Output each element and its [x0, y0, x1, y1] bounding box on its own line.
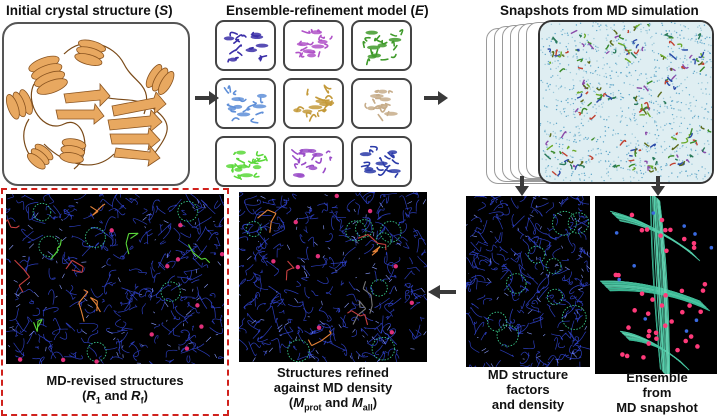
ensemble-model-cell	[283, 20, 344, 71]
ensemble-model-cell	[351, 136, 412, 187]
md-snapshot-box	[538, 20, 714, 184]
ensemble-model-cell	[215, 78, 276, 129]
ensemble-model-cell	[351, 20, 412, 71]
caption-ensemble-snapshot: Ensemble from MD snapshot	[616, 370, 698, 415]
ensemble-snapshot-image	[595, 196, 717, 374]
arrow-down-icon	[515, 176, 529, 196]
heading-initial-crystal: Initial crystal structure (S)	[6, 3, 173, 18]
ensemble-model-cell	[351, 78, 412, 129]
arrow-down-icon	[651, 176, 665, 196]
ensemble-model-cell	[215, 20, 276, 71]
heading-ensemble-refinement: Ensemble-refinement model (E)	[226, 3, 429, 18]
caption-refined-structures: Structures refined against MD density (M…	[273, 365, 393, 413]
crystal-protein-cartoon	[5, 39, 175, 170]
crystal-structure-panel	[2, 22, 190, 186]
ensemble-model-cell	[215, 136, 276, 187]
arrow-right-icon	[424, 91, 448, 105]
ensemble-model-grid	[215, 20, 413, 188]
caption-md-revised: MD-revised structures (R1 and Rf)	[46, 373, 184, 406]
arrow-right-icon	[195, 91, 219, 105]
heading-md-snapshots: Snapshots from MD simulation	[500, 3, 699, 18]
md-revised-highlight-frame	[1, 188, 229, 416]
caption-md-structure-factors: MD structure factors and density	[462, 367, 594, 412]
arrow-left-icon	[428, 285, 456, 299]
ensemble-model-cell	[283, 136, 344, 187]
ensemble-model-cell	[283, 78, 344, 129]
md-snapshot-image	[540, 22, 712, 182]
refined-density-image	[239, 192, 427, 362]
md-revised-density-image	[6, 194, 224, 364]
